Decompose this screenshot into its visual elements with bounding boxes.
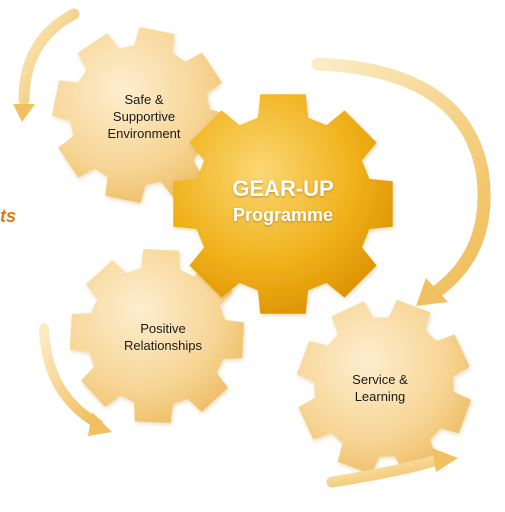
gear-label-safe-supportive-environment: Safe & Supportive Environment (107, 92, 181, 141)
curved-arrow-right-large (311, 57, 491, 306)
gear-label-service-learning: Service & Learning (352, 372, 408, 404)
center-gear-title-line1: GEAR-UP (232, 176, 334, 201)
curved-arrow-bottom (326, 448, 458, 488)
center-gear-title-line2: Programme (232, 205, 334, 225)
gear-safe-supportive-environment (52, 27, 228, 203)
gear-service-learning (296, 299, 472, 475)
curved-arrow-left-lower (39, 323, 112, 436)
gear-gear-up-programme-center (173, 94, 393, 314)
gear-label-positive-relationships: Positive Relationships (123, 321, 203, 353)
curved-arrow-top-left (13, 8, 80, 122)
side-text-fragment: ts (0, 206, 17, 226)
gear-positive-relationships (70, 249, 244, 423)
